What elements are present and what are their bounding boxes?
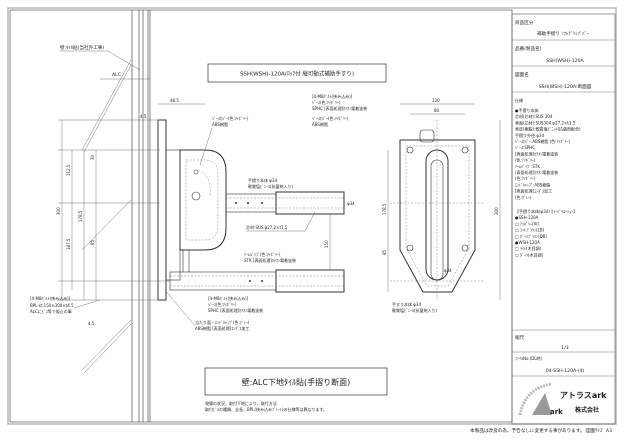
callout-arm: ｱｰﾑﾊﾟｲﾌﾟ(色:ｱｲﾎﾞﾘｰ) bbox=[244, 251, 281, 257]
file-label: ﾌｧｲﾙNo.(DL時) bbox=[515, 355, 543, 361]
callout-endcap-mat: ABS樹脂 [表面処理]ｴﾝﾎﾞｽ加工 bbox=[195, 325, 249, 331]
bracket-front-view bbox=[390, 120, 485, 300]
callout-core: 芯材:SUS φ27.2×t1.5 bbox=[246, 224, 288, 230]
scale-label: 縮尺 bbox=[515, 334, 525, 341]
svg-text:ark: ark bbox=[550, 408, 563, 416]
bracket-side-view bbox=[157, 119, 345, 301]
company-name: アトラスark bbox=[560, 391, 607, 400]
callout-bpl-bolt: [4-M8ﾎﾞﾙﾄ(挟み込み)] bbox=[30, 295, 71, 301]
dim-phi34: φ34 bbox=[347, 201, 355, 206]
spec-line: □ ﾀﾞｰｸﾌﾞﾗｳﾝ(DB) bbox=[515, 233, 547, 239]
spec-line: [表面処理]ｶﾁｵﾝ電着塗装 bbox=[515, 169, 558, 175]
callout-cover-right-mat: ABS樹脂 bbox=[312, 121, 328, 127]
spec-line: ●WSH-120A bbox=[515, 240, 540, 245]
upper-rail bbox=[275, 191, 345, 215]
callout-cover-right: ﾍﾞｰｽｶﾊﾞｰ(色:ｱｲﾎﾞﾘｰ) bbox=[312, 115, 349, 121]
callout-bolt-bottom: [4-M8ﾎﾞﾙﾄ(挟み込み)] bbox=[208, 295, 249, 301]
lower-rail bbox=[275, 269, 345, 293]
callout-cover-left: ﾍﾞｰｽｶﾊﾞｰ(色:ｱｲﾎﾞﾘｰ) bbox=[212, 115, 249, 121]
callout-rail-right-mat: 軟質塩ﾋﾞﾆｰﾙ(抗菌剤入り) bbox=[392, 307, 438, 313]
spec-line: 芯材(芯材):SUS 304 bbox=[515, 113, 553, 119]
dim-80: 80 bbox=[434, 108, 440, 113]
left-dimensions bbox=[58, 119, 170, 301]
drawing-frame bbox=[7, 7, 617, 425]
section-title-box bbox=[204, 367, 388, 396]
dim-4-5-top: 4.5 bbox=[140, 114, 147, 119]
footer-note: 本製品は改良の為、予告なしに変更する事があります。:図面ｻｲｽﾞ A3 bbox=[470, 427, 612, 434]
callout-endcap: 当たり面・ｴﾝﾄﾞｷｬｯﾌﾟ(色:ｸﾞﾚｰ) bbox=[195, 319, 250, 325]
callout-base-top-mat: SPHC [表面処理]ｶﾁｵﾝ電着塗装 bbox=[312, 105, 367, 111]
drawing-name-value: SSH(WSH)-120A:断面図 bbox=[539, 83, 592, 90]
spec-line: [表面処理]ｴﾝﾎﾞｽ加工 bbox=[515, 188, 552, 194]
spec-line: □ ﾗｲﾄ(木目調) bbox=[515, 245, 542, 251]
spec-line: (色:ｱｲﾎﾞﾘｰ) bbox=[515, 157, 536, 163]
spec-line: ●SSH-120A bbox=[515, 215, 539, 220]
spec-line: □ ｱｲﾎﾞﾘｰ(IV) bbox=[515, 221, 540, 226]
spec-line: ●手摺り本体 bbox=[515, 107, 539, 113]
section-title: 壁:ALC下地ﾀｲﾙ貼(手摺り断面) bbox=[242, 377, 350, 387]
spec-list: ●手摺り本体 芯材(芯材):SUS 304 表面(芯材):SUS304 φ27.… bbox=[515, 107, 581, 257]
callout-base-bottom: ﾍﾞｰｽ(色:ｱｲﾎﾞﾘｰ) bbox=[208, 301, 237, 307]
spec-line: □ ﾗｲﾄﾌﾞﾗｳﾝ(LB) bbox=[515, 227, 545, 233]
title-box bbox=[207, 63, 387, 83]
dim-187-5: 187.5 bbox=[66, 238, 71, 250]
spec-line: (色:ｸﾞﾚｰ) bbox=[515, 194, 532, 200]
wall-label: 壁:ﾀｲﾙ貼(当社外工事) bbox=[60, 44, 104, 51]
spec-line: 表皮(樹脂):軟質塩ﾋﾞﾆｰﾙ(抗菌剤配合) bbox=[515, 126, 581, 132]
dim-48-5: 48.5 bbox=[170, 98, 179, 103]
category-value: 補助手摺り ｿﾌﾄｸﾞﾘｯﾌﾟﾊﾞｰ bbox=[537, 30, 590, 37]
dim-85: 85 bbox=[90, 239, 95, 245]
spec-line: 【手摺り本体(φ34) ｶﾗｰﾊﾞﾘｴｰｼｮﾝ】 bbox=[515, 208, 577, 214]
wall-section bbox=[81, 10, 151, 422]
file-number: 04-SSH-120A-(4) bbox=[546, 368, 585, 374]
drawing-title: SSH(WSH)-120A(ﾛｯｸ付 縦可動式補助手すり) bbox=[240, 70, 354, 78]
callout-rail-body-mat: 軟質塩ﾋﾞﾆｰﾙ(抗菌剤入り) bbox=[248, 183, 294, 189]
product-label: 品番(製品名) bbox=[515, 45, 542, 52]
dim-right-300: 300 bbox=[494, 207, 499, 215]
callout-base-top: ﾍﾞｰｽ(色:ｱｲﾎﾞﾘｰ) bbox=[312, 99, 341, 105]
category-label: 商品区分 bbox=[515, 19, 534, 26]
dim-130: 130 bbox=[432, 98, 440, 103]
dim-112-5: 112.5 bbox=[66, 164, 71, 176]
spec-line: [表面処理]ｶﾁｵﾝ電着塗装 bbox=[515, 150, 558, 156]
callout-rail-body: 手摺り本体 φ34 bbox=[248, 177, 277, 183]
spec-line: ｴﾝﾄﾞｷｬｯﾌﾟ:ABS樹脂 bbox=[515, 181, 550, 187]
title-block bbox=[511, 13, 616, 425]
callout-bolt-top: [4-M8ﾎﾞﾙﾄ(挟み込み)] bbox=[312, 93, 353, 99]
spec-line: (色:ｱｲﾎﾞﾘｰ) bbox=[515, 175, 536, 181]
dim-30: 30 bbox=[90, 154, 95, 160]
company-suffix: 株式会社 bbox=[575, 406, 599, 414]
spec-label: 仕様 bbox=[515, 97, 523, 103]
spec-line: 手摺り外径:φ34 bbox=[515, 132, 545, 138]
company-logo: ark bbox=[518, 382, 563, 416]
alc-label: ALC bbox=[112, 72, 121, 78]
callout-arm-mat: STK [表面処理]ｶﾁｵﾝ電着塗装 bbox=[244, 257, 296, 263]
dim-150: 150 bbox=[324, 240, 329, 248]
note-line-2: 取付ﾋﾞｽの種類、全長、BPL(挟み込みﾌﾟﾚｰﾄ)の仕様等は異なります。 bbox=[205, 406, 327, 412]
product-value: SSH(WSH)-120A bbox=[546, 58, 584, 64]
dim-right-phi34: φ34 bbox=[444, 268, 452, 273]
dim-right-85: 85 bbox=[382, 249, 387, 255]
spec-line: ｱｰﾑﾊﾟｲﾌﾟ:STK bbox=[515, 163, 540, 169]
scale-value: 1/3 bbox=[561, 345, 568, 351]
spec-line: ﾍﾞｰｽｶﾊﾞｰ:ABS樹脂 (色:ｱｲﾎﾞﾘｰ) bbox=[515, 138, 570, 144]
spec-line: 表面(芯材):SUS304 φ27.2×t1.5 bbox=[515, 119, 576, 125]
callout-base-bottom-mat: SPHC [表面処理]ｶﾁｵﾝ電着塗装 bbox=[208, 307, 263, 313]
note-line-1: 現場の状況、取付下地により、取付方法 bbox=[205, 400, 277, 406]
spec-line: □ ﾀﾞｰｸ(木目調) bbox=[515, 251, 544, 257]
dim-178-5: 178.5 bbox=[78, 210, 83, 222]
dim-4-5-bottom: 4.5 bbox=[88, 321, 95, 326]
callout-cover-left-mat: ABS樹脂 bbox=[212, 121, 228, 127]
callout-bpl: BPL-st.150×300×t4.5 bbox=[30, 303, 74, 308]
dim-right-178-5: 178.5 bbox=[382, 203, 387, 215]
callout-bpl-note: ALCにﾋﾞｽ等で仮止の事 bbox=[30, 308, 72, 314]
dim-300: 300 bbox=[56, 207, 61, 215]
callout-rail-right: 手すり本体 φ34 bbox=[392, 301, 421, 307]
drawing-name-label: 図面名 bbox=[515, 71, 529, 78]
spec-line: ﾍﾞｰｽ:SPHC bbox=[515, 145, 535, 150]
